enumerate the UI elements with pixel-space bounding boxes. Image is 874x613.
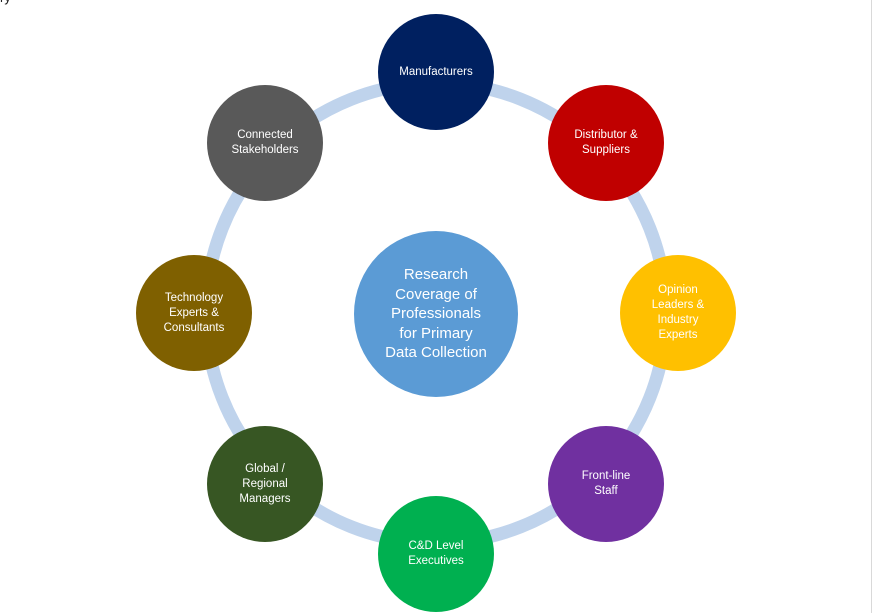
node-label: Connected Stakeholders	[231, 129, 299, 156]
node-label: Technology Experts & Consultants	[163, 291, 225, 334]
center-label: Research Coverage of Professionals for P…	[385, 266, 487, 362]
node-label: C&D Level Executives	[408, 540, 464, 567]
center-research-coverage-node: Research Coverage of Professionals for P…	[354, 231, 518, 397]
node-connected-stakeholders: Connected Stakeholders	[207, 85, 323, 201]
node-distributor-suppliers: Distributor & Suppliers	[548, 85, 664, 201]
node-technology-experts-consultants: Technology Experts & Consultants	[136, 255, 252, 371]
node-label: Manufacturers	[399, 65, 473, 78]
node-front-line-staff: Front-line Staff	[548, 426, 664, 542]
node-cd-level-executives: C&D Level Executives	[378, 496, 494, 612]
node-opinion-leaders-industry-experts: Opinion Leaders & Industry Experts	[620, 255, 736, 371]
node-manufacturers: Manufacturers	[378, 14, 494, 130]
right-border-line	[871, 0, 872, 613]
node-label: Distributor & Suppliers	[574, 129, 638, 156]
node-label: Front-line Staff	[581, 470, 631, 497]
node-label: Global / Regional Managers	[239, 462, 291, 505]
node-label: Opinion Leaders & Industry Experts	[651, 284, 705, 341]
node-global-regional-managers: Global / Regional Managers	[207, 426, 323, 542]
cropped-text-fragment: ry	[0, 0, 60, 5]
